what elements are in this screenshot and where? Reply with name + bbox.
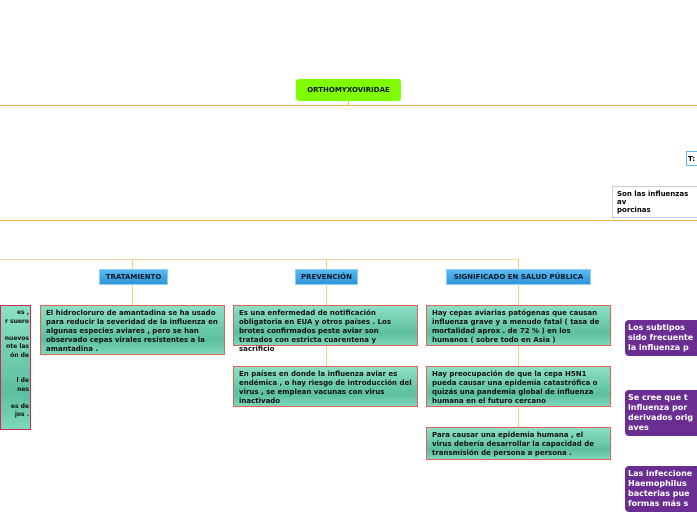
purple-node[interactable]: Los subtipos sido frecuente la influenza… xyxy=(625,320,697,356)
root-node[interactable]: ORTHOMYXOVIRIDAE xyxy=(296,79,401,101)
connector xyxy=(0,259,518,260)
purple-node[interactable]: Las infeccione Haemophilus bacterias pue… xyxy=(625,466,697,512)
connector xyxy=(518,259,519,269)
connector xyxy=(0,220,697,221)
partial-node[interactable]: T: xyxy=(686,151,697,166)
connector xyxy=(518,283,519,427)
connector xyxy=(132,283,133,305)
header-tratamiento[interactable]: TRATAMIENTO xyxy=(99,269,168,285)
son-las-node[interactable]: Son las influenzas av porcinas xyxy=(612,186,697,218)
left-partial-box[interactable]: es , r suero nuevos nte las ón de l de n… xyxy=(0,305,31,430)
salud-item[interactable]: Para causar una epidemia humana , el vir… xyxy=(426,427,611,460)
connector xyxy=(348,101,349,105)
connector xyxy=(326,259,327,269)
header-prevencion[interactable]: PREVENCIÓN xyxy=(295,269,358,285)
prevencion-item[interactable]: En países en donde la influenza aviar es… xyxy=(233,366,418,407)
connector xyxy=(0,105,697,106)
tratamiento-item[interactable]: El hidrocloruro de amantadina se ha usad… xyxy=(40,305,225,355)
salud-item[interactable]: Hay cepas aviarias patógenas que causan … xyxy=(426,305,611,346)
salud-item[interactable]: Hay preocupación de que la cepa H5N1 pue… xyxy=(426,366,611,407)
connector xyxy=(132,259,133,269)
prevencion-item[interactable]: Es una enfermedad de notificación obliga… xyxy=(233,305,418,353)
purple-node[interactable]: Se cree que t influenza por derivados or… xyxy=(625,390,697,436)
header-salud-publica[interactable]: SIGNIFICADO EN SALUD PÚBLICA xyxy=(446,269,591,285)
